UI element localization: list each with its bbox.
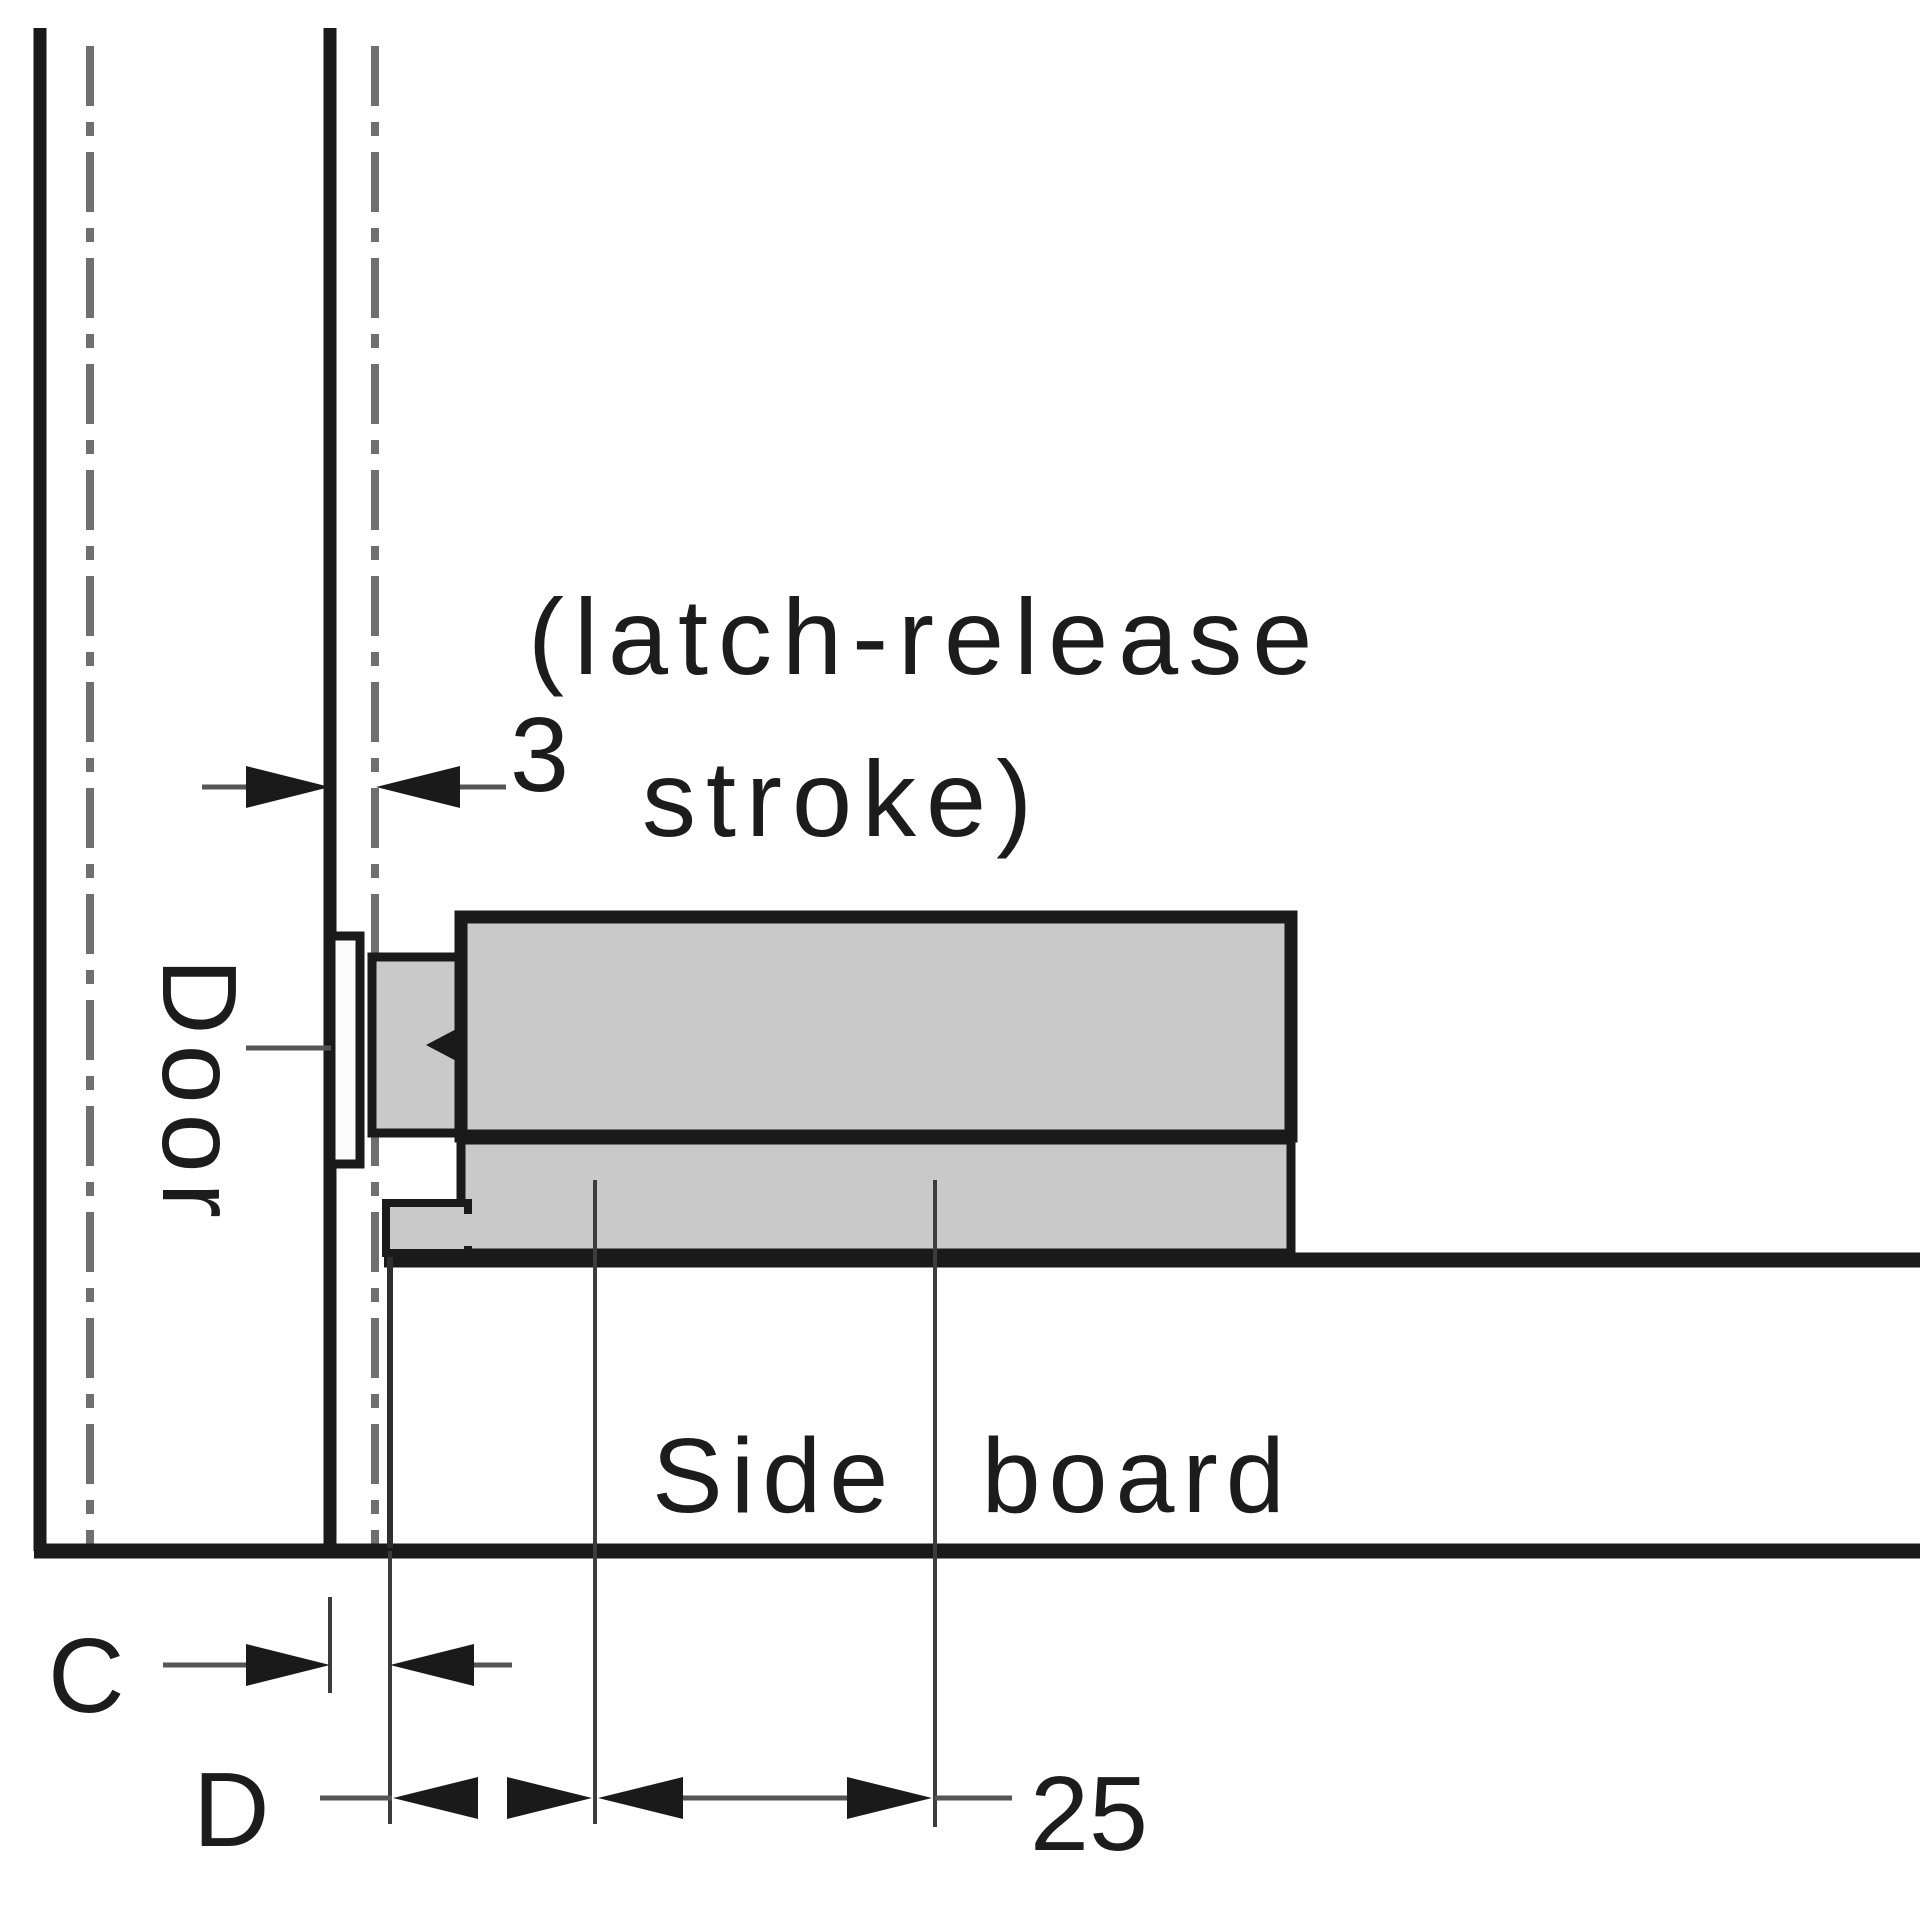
latch-release-note-line2: stroke)	[642, 738, 1042, 859]
door-label: Door	[140, 958, 258, 1228]
dim-c-label: C	[48, 1617, 125, 1735]
dim-d-label: D	[193, 1751, 270, 1869]
latch-release-note-line1: (latch-release	[528, 576, 1322, 697]
dim-d-arrow-right	[507, 1777, 592, 1819]
dim-stroke-arrow-right	[376, 766, 460, 808]
latch-body	[454, 910, 1298, 1143]
sideboard-label: Side board	[652, 1417, 1293, 1535]
dim-pitch-arrow-left	[598, 1777, 683, 1819]
dim-pitch-value: 25	[1030, 1755, 1148, 1873]
dim-c-arrow-right	[390, 1644, 474, 1686]
door-catch-plate	[326, 931, 365, 1169]
dim-c-arrow-left	[246, 1644, 330, 1686]
latch-mount-strip	[456, 1135, 1296, 1258]
dim-pitch-arrow-right	[847, 1777, 932, 1819]
mount-foot-join-patch	[452, 1214, 476, 1246]
dim-stroke-arrow-left	[246, 766, 330, 808]
plunger-shaft-notch	[426, 1026, 462, 1064]
dim-d-arrow-left	[393, 1777, 478, 1819]
dim-stroke-value: 3	[510, 696, 569, 814]
